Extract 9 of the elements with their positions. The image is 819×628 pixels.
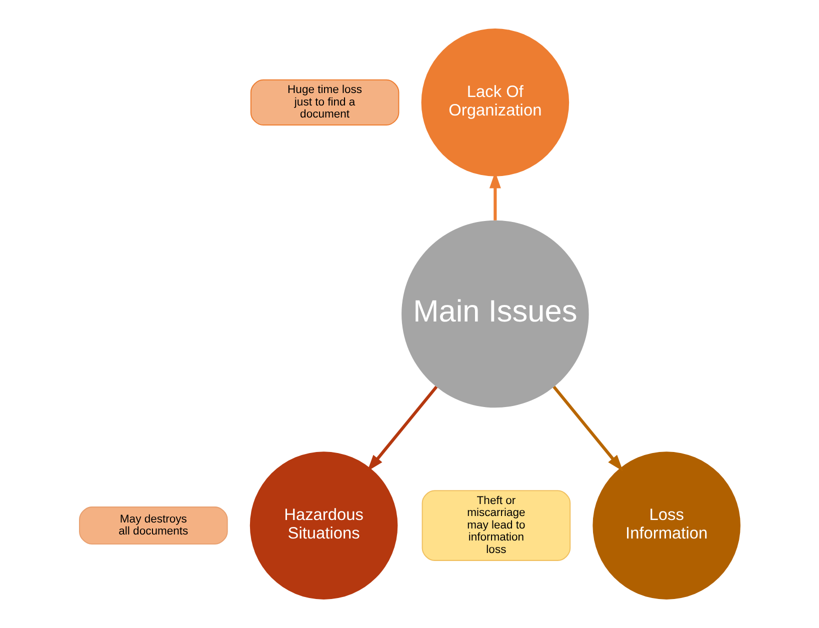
- arrow: [366, 386, 438, 472]
- node-circle: Loss Information: [592, 452, 740, 600]
- node-box: Theft or miscarriage may lead to information loss: [421, 490, 570, 561]
- node-circle: Lack Of Organization: [420, 28, 569, 176]
- node-box: Huge time loss just to find a document: [250, 79, 399, 126]
- node-box: May destroys all documents: [78, 506, 228, 545]
- node-circle: Hazardous Situations: [249, 452, 398, 600]
- arrow: [552, 386, 623, 472]
- node-circle: Main Issues: [401, 220, 588, 408]
